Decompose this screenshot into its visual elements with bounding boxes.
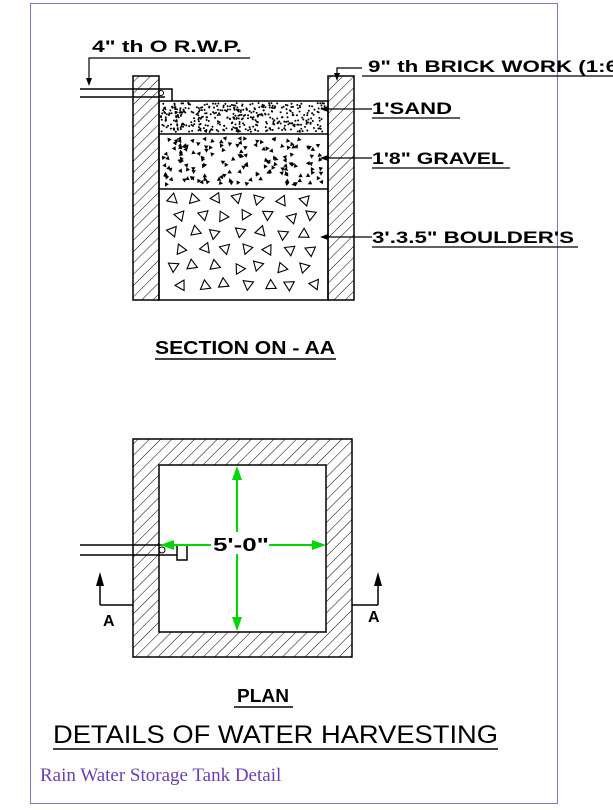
figure-caption: Rain Water Storage Tank Detail bbox=[40, 765, 282, 786]
section-marker-left bbox=[96, 572, 133, 606]
boulder-layer bbox=[165, 191, 320, 292]
section-view: 4" th O R.W.P. 9" th BRICK WORK (1:6 1'S… bbox=[80, 37, 613, 360]
gravel-layer bbox=[161, 136, 324, 187]
pipe-leader bbox=[88, 57, 250, 83]
sand-layer bbox=[160, 102, 326, 133]
boulder-label: 3'.3.5" BOULDER'S bbox=[372, 228, 574, 247]
brick-label: 9" th BRICK WORK (1:6 bbox=[368, 57, 613, 76]
plan-view: 5'-0" A A PLAN bbox=[80, 438, 382, 708]
gravel-label: 1'8" GRAVEL bbox=[372, 149, 504, 168]
tank-interior bbox=[158, 100, 329, 301]
dimension-lines bbox=[160, 466, 326, 631]
section-title: SECTION ON - AA bbox=[155, 338, 335, 358]
section-marker-right bbox=[352, 572, 382, 606]
plan-title: PLAN bbox=[237, 686, 289, 706]
section-left-wall bbox=[132, 75, 160, 301]
dimension-label: 5'-0" bbox=[213, 535, 269, 555]
inlet-pipe bbox=[80, 88, 173, 101]
plan-wall bbox=[132, 438, 353, 658]
sand-label: 1'SAND bbox=[372, 99, 452, 118]
pipe-label: 4" th O R.W.P. bbox=[92, 37, 242, 56]
section-mark-left-label: A bbox=[103, 613, 115, 630]
section-mark-right-label: A bbox=[368, 609, 380, 626]
main-title: DETAILS OF WATER HARVESTING bbox=[53, 721, 498, 749]
page-frame bbox=[30, 3, 558, 804]
